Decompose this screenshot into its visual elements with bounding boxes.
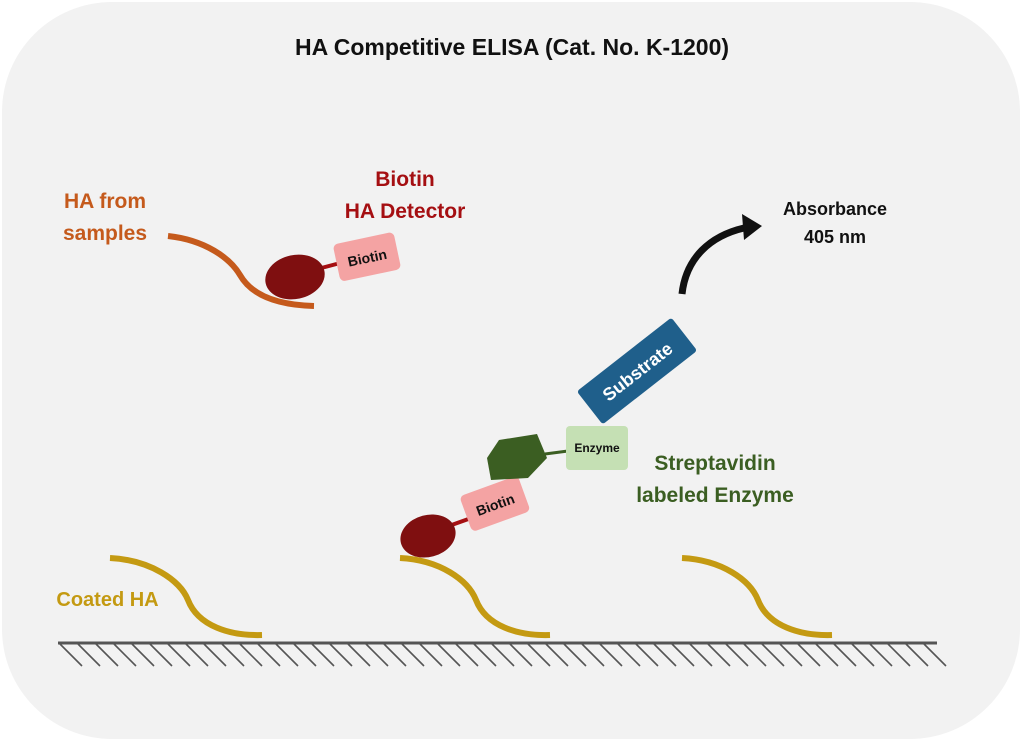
surface-hatch-mark — [131, 643, 155, 667]
surface-hatch-mark — [689, 643, 713, 667]
surface-hatch-mark — [365, 643, 389, 667]
label-streptavidin-enzyme-line2: labeled Enzyme — [636, 484, 794, 507]
absorbance-arrow — [678, 214, 762, 295]
surface-hatch-mark — [617, 643, 641, 667]
surface-hatch-mark — [527, 643, 551, 667]
surface-hatch-mark — [275, 643, 299, 667]
label-streptavidin-enzyme-line1: Streptavidin — [654, 452, 776, 475]
surface-hatch-mark — [599, 643, 623, 667]
surface-hatch-mark — [509, 643, 533, 667]
sample-ha-strand — [167, 233, 315, 309]
surface-hatch-mark — [113, 643, 137, 667]
surface-hatch-mark — [473, 643, 497, 667]
surface-hatch-mark — [779, 643, 803, 667]
surface-hatch-mark — [761, 643, 785, 667]
surface-hatch-mark — [437, 643, 461, 667]
surface-hatch-mark — [851, 643, 875, 667]
substrate-box: Substrate — [578, 318, 696, 424]
surface-hatch-mark — [239, 643, 263, 667]
surface-hatch-mark — [293, 643, 317, 667]
surface-hatch-mark — [671, 643, 695, 667]
surface-hatch-mark — [257, 643, 281, 667]
surface-hatch-mark — [149, 643, 173, 667]
surface-hatch-mark — [401, 643, 425, 667]
surface-hatch-mark — [455, 643, 479, 667]
surface-hatch-mark — [95, 643, 119, 667]
label-absorbance: Absorbance 405 nm — [770, 195, 900, 251]
enzyme-tag: Enzyme — [566, 426, 628, 470]
surface-hatch-mark — [329, 643, 353, 667]
surface-hatch-mark — [383, 643, 407, 667]
coated-ha-strand-left — [109, 555, 263, 639]
surface-hatch-mark — [815, 643, 839, 667]
label-absorbance-line2: 405 nm — [803, 227, 867, 247]
surface-hatch-mark — [545, 643, 569, 667]
surface-hatch-mark — [725, 643, 749, 667]
surface-hatch-mark — [635, 643, 659, 667]
biotin-tag-top: Biotin — [333, 232, 401, 281]
label-absorbance-line1: Absorbance — [782, 199, 888, 219]
label-biotin-ha-detector-line2: HA Detector — [344, 200, 466, 223]
surface-hatch-mark — [743, 643, 767, 667]
surface-hatch-mark — [797, 643, 821, 667]
surface-hatch-mark — [869, 643, 893, 667]
label-ha-from-samples-line1: HA from — [63, 190, 147, 213]
surface-hatch-mark — [563, 643, 587, 667]
surface-hatch-mark — [653, 643, 677, 667]
diagram-title: HA Competitive ELISA (Cat. No. K-1200) — [294, 34, 730, 60]
streptavidin-hexagon — [487, 434, 547, 480]
detector-antibody-top — [265, 254, 325, 300]
surface-hatch-mark — [59, 643, 83, 667]
enzyme-tag-text: Enzyme — [574, 441, 620, 455]
surface-hatch-mark — [581, 643, 605, 667]
surface-hatch-mark — [203, 643, 227, 667]
detector-antibody-bound — [400, 514, 456, 558]
label-coated-ha: Coated HA — [56, 589, 159, 611]
surface-hatch-mark — [311, 643, 335, 667]
enzyme-linker — [544, 449, 569, 456]
coated-ha-strand-middle — [399, 555, 551, 639]
surface-hatch-mark — [707, 643, 731, 667]
surface-hatch-mark — [905, 643, 929, 667]
surface-hatch-mark — [419, 643, 443, 667]
surface-hatch-mark — [923, 643, 947, 667]
label-biotin-ha-detector-line1: Biotin — [375, 168, 435, 191]
surface-hatch-mark — [833, 643, 857, 667]
biotin-tag-bound: Biotin — [460, 476, 530, 531]
surface-hatch-mark — [77, 643, 101, 667]
label-streptavidin-enzyme: Streptavidin labeled Enzyme — [615, 448, 815, 512]
label-ha-from-samples: HA from samples — [40, 186, 170, 250]
coated-ha-strand-right — [681, 555, 833, 639]
surface-hatch-mark — [221, 643, 245, 667]
surface-hatch-mark — [491, 643, 515, 667]
surface-hatch-mark — [887, 643, 911, 667]
surface-hatch-mark — [167, 643, 191, 667]
surface-hatch-mark — [185, 643, 209, 667]
surface-hatch-mark — [347, 643, 371, 667]
plate-surface — [58, 641, 947, 667]
label-ha-from-samples-line2: samples — [62, 222, 148, 245]
label-biotin-ha-detector: Biotin HA Detector — [325, 164, 485, 228]
